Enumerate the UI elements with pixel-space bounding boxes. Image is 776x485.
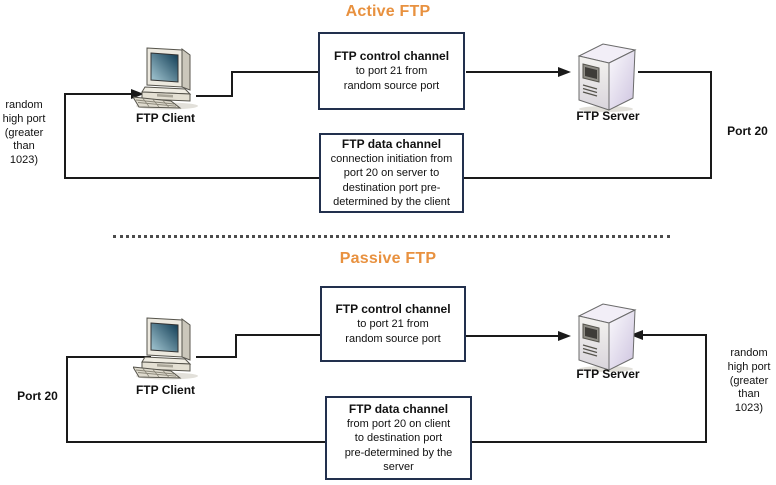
- active-data-channel-box: FTP data channel connection initiation f…: [319, 133, 464, 213]
- flow-line: [463, 177, 712, 179]
- box-heading: FTP data channel: [348, 401, 449, 416]
- arrowhead-into-server-icon: [558, 67, 571, 77]
- active-control-channel-box: FTP control channel to port 21 from rand…: [318, 32, 465, 110]
- passive-control-channel-box: FTP control channel to port 21 from rand…: [320, 286, 466, 362]
- server-tower-icon: [577, 43, 637, 112]
- flow-line: [66, 356, 151, 358]
- section-separator: [113, 235, 670, 238]
- flow-line: [196, 95, 233, 97]
- arrowhead-into-server-icon: [558, 331, 571, 341]
- flow-line: [710, 71, 712, 179]
- passive-right-port-note: random high port (greater than 1023): [727, 347, 771, 414]
- arrowhead-into-client-icon: [131, 89, 144, 99]
- box-body: to port 21 from random source port: [343, 65, 440, 92]
- passive-client-label: FTP Client: [135, 383, 196, 397]
- flow-line: [64, 93, 66, 179]
- flow-line: [66, 441, 325, 443]
- passive-server-label: FTP Server: [576, 367, 640, 381]
- box-heading: FTP control channel: [335, 302, 451, 317]
- server-tower-icon: [577, 303, 637, 372]
- flow-line: [196, 356, 237, 358]
- box-body: from port 20 on client to destination po…: [344, 417, 453, 473]
- flow-line: [641, 334, 707, 336]
- flow-line: [235, 334, 320, 336]
- box-heading: FTP data channel: [341, 136, 442, 151]
- flow-line: [66, 356, 68, 443]
- flow-line: [235, 334, 237, 358]
- active-client-label: FTP Client: [135, 111, 196, 125]
- active-left-port-note: random high port (greater than 1023): [2, 99, 46, 166]
- flow-line: [638, 71, 712, 73]
- flow-line: [64, 93, 132, 95]
- box-body: to port 21 from random source port: [345, 318, 441, 345]
- passive-ftp-title: Passive FTP: [339, 250, 437, 267]
- desktop-computer-icon: [133, 47, 198, 110]
- active-ftp-title: Active FTP: [345, 3, 431, 20]
- flow-line: [231, 71, 233, 97]
- box-heading: FTP control channel: [333, 49, 450, 64]
- arrowhead-into-server-icon: [630, 330, 643, 340]
- flow-line: [466, 71, 559, 73]
- active-right-port-note: Port 20: [727, 124, 768, 138]
- active-server-label: FTP Server: [576, 109, 640, 123]
- desktop-computer-icon: [133, 317, 198, 380]
- box-body: connection initiation from port 20 on se…: [330, 152, 453, 208]
- passive-left-port-note: Port 20: [17, 389, 58, 403]
- passive-data-channel-box: FTP data channel from port 20 on client …: [325, 396, 472, 480]
- flow-line: [471, 441, 707, 443]
- flow-line: [64, 177, 320, 179]
- flow-line: [705, 334, 707, 443]
- flow-line: [231, 71, 318, 73]
- flow-line: [466, 335, 559, 337]
